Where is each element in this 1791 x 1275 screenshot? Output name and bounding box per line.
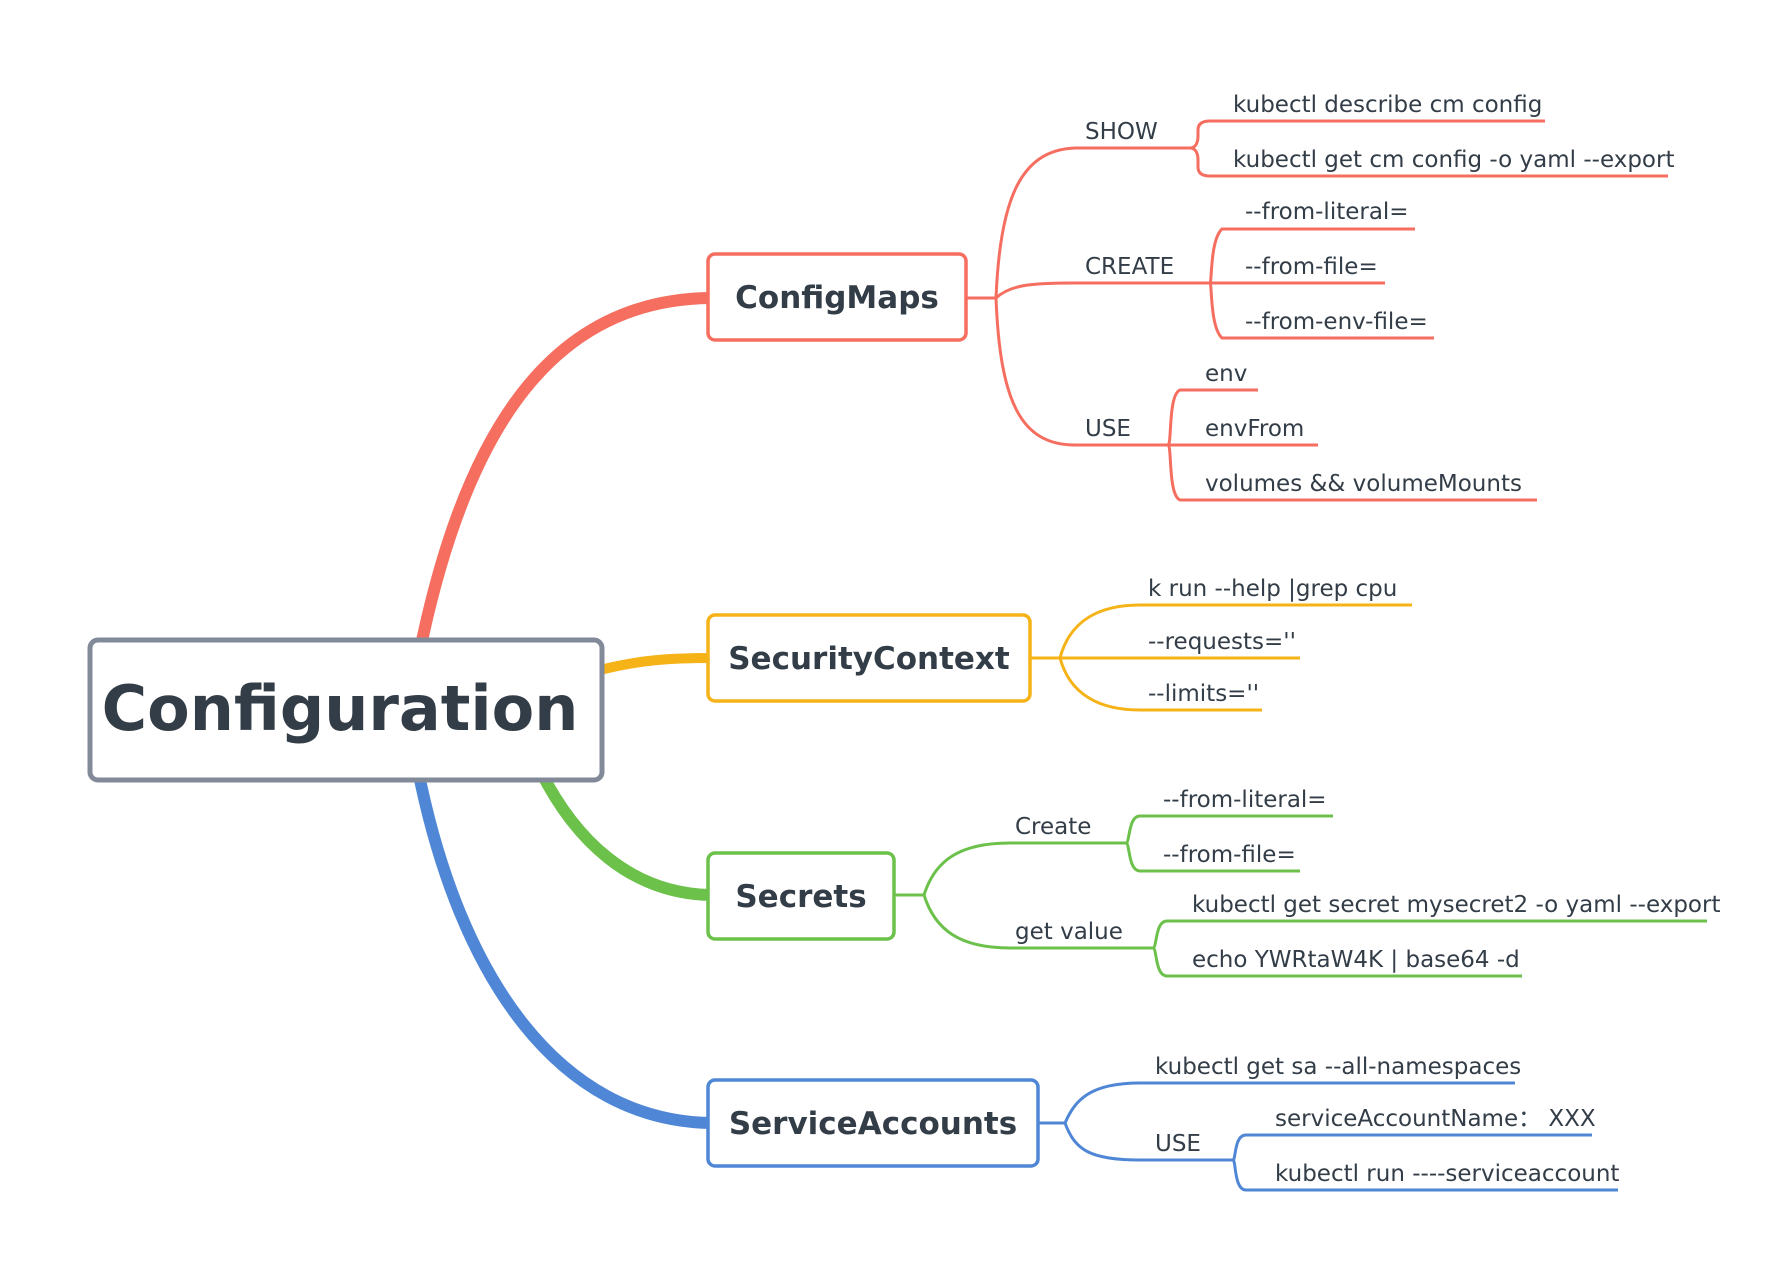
securitycontext-labels: k run --help |grep cpu --requests='' --l…: [1148, 576, 1397, 707]
leaf-use-volumes[interactable]: volumes && volumeMounts: [1205, 471, 1522, 497]
leaf-create-from-env-file[interactable]: --from-env-file=: [1245, 309, 1428, 335]
leaf-run-help-grep[interactable]: k run --help |grep cpu: [1148, 576, 1397, 602]
topic-secrets-label: Secrets: [735, 879, 866, 915]
branch-serviceaccounts: [412, 764, 716, 1129]
serviceaccounts-subtree: [1035, 1081, 1618, 1192]
leaf-get-secret-yaml[interactable]: kubectl get secret mysecret2 -o yaml --e…: [1192, 892, 1720, 918]
subtopic-get-value[interactable]: get value: [1015, 919, 1123, 945]
subtopic-use[interactable]: USE: [1085, 416, 1131, 442]
root-node[interactable]: Configuration: [87, 637, 605, 783]
secrets-subtree: [894, 814, 1707, 978]
topic-serviceaccounts-label: ServiceAccounts: [729, 1106, 1017, 1142]
serviceaccounts-labels: kubectl get sa --all-namespaces USE serv…: [1155, 1054, 1619, 1187]
configmaps-labels: SHOW kubectl describe cm config kubectl …: [1085, 92, 1674, 497]
leaf-service-account-name[interactable]: serviceAccountName： XXX: [1275, 1106, 1596, 1132]
leaf-echo-base64[interactable]: echo YWRtaW4K | base64 -d: [1192, 947, 1520, 973]
topic-secrets[interactable]: Secrets: [706, 851, 896, 941]
topic-secrets-box: [706, 851, 896, 941]
leaf-show-describe[interactable]: kubectl describe cm config: [1233, 92, 1542, 118]
branch-configmaps: [412, 292, 716, 666]
topic-securitycontext-box: [706, 613, 1032, 703]
main-branches: [412, 292, 716, 1129]
topic-configmaps-box: [706, 252, 968, 342]
leaf-limits[interactable]: --limits='': [1148, 681, 1259, 707]
leaf-show-get-yaml[interactable]: kubectl get cm config -o yaml --export: [1233, 147, 1674, 173]
subtopic-sa-use[interactable]: USE: [1155, 1131, 1201, 1157]
leaf-run-serviceaccount[interactable]: kubectl run ----serviceaccount: [1275, 1161, 1619, 1187]
leaf-use-env[interactable]: env: [1205, 361, 1247, 387]
leaf-create-from-literal[interactable]: --from-literal=: [1245, 199, 1409, 225]
branch-secrets: [534, 764, 716, 901]
topic-serviceaccounts[interactable]: ServiceAccounts: [706, 1078, 1040, 1168]
topic-configmaps-label: ConfigMaps: [735, 280, 939, 316]
subtopic-create[interactable]: CREATE: [1085, 254, 1174, 280]
secrets-labels: Create --from-literal= --from-file= get …: [1015, 787, 1720, 973]
root-node-label: Configuration: [102, 672, 579, 745]
leaf-use-envfrom[interactable]: envFrom: [1205, 416, 1304, 442]
subtopic-show[interactable]: SHOW: [1085, 119, 1158, 145]
leaf-requests[interactable]: --requests='': [1148, 629, 1296, 655]
topic-serviceaccounts-box: [706, 1078, 1040, 1168]
topic-securitycontext[interactable]: SecurityContext: [706, 613, 1032, 703]
branch-securitycontext: [595, 653, 715, 675]
leaf-secrets-from-literal[interactable]: --from-literal=: [1163, 787, 1327, 813]
securitycontext-subtree: [1030, 603, 1412, 712]
topic-configmaps[interactable]: ConfigMaps: [706, 252, 968, 342]
leaf-create-from-file[interactable]: --from-file=: [1245, 254, 1378, 280]
root-node-box: [87, 637, 605, 783]
configmaps-subtree: [966, 119, 1668, 502]
leaf-secrets-from-file[interactable]: --from-file=: [1163, 842, 1296, 868]
leaf-get-sa[interactable]: kubectl get sa --all-namespaces: [1155, 1054, 1521, 1080]
topic-securitycontext-label: SecurityContext: [728, 641, 1010, 677]
subtopic-secrets-create[interactable]: Create: [1015, 814, 1091, 840]
